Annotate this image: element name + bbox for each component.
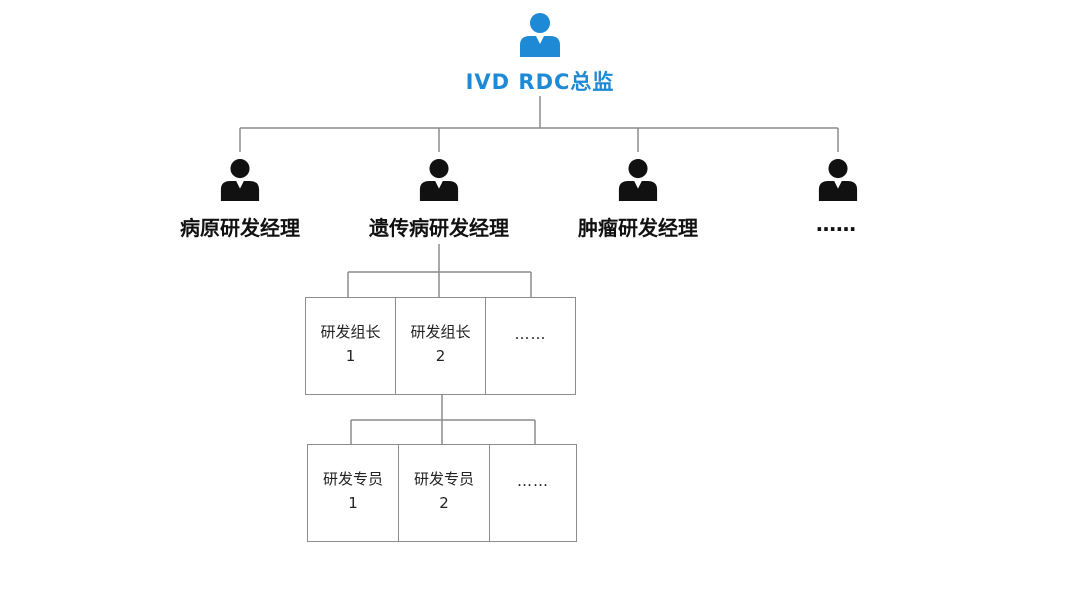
box-number: 1 [345, 347, 356, 365]
box-number: 2 [439, 494, 449, 512]
box-ellipsis: …… [517, 472, 549, 490]
box-number: 2 [435, 347, 446, 365]
specialist-box: 研发专员 1 [307, 444, 399, 542]
manager-person-icon [219, 158, 261, 202]
manager-label: 肿瘤研发经理 [578, 216, 698, 240]
box-title: 研发组长 [410, 323, 471, 341]
team-lead-box: 研发组长 2 [395, 297, 486, 395]
director-person-icon [518, 12, 562, 58]
director-title: IVD RDC总监 [465, 70, 615, 94]
box-title: 研发组长 [320, 323, 381, 341]
box-title: 研发专员 [413, 470, 474, 488]
manager-person-icon [418, 158, 460, 202]
specialist-box: 研发专员 2 [398, 444, 490, 542]
box-title: 研发专员 [322, 470, 383, 488]
team-lead-box: …… [485, 297, 576, 395]
specialist-box: …… [489, 444, 577, 542]
manager-label: 遗传病研发经理 [369, 216, 509, 240]
team-lead-box: 研发组长 1 [305, 297, 396, 395]
box-number: 1 [348, 494, 358, 512]
manager-person-icon [617, 158, 659, 202]
manager-label: 病原研发经理 [180, 216, 300, 240]
manager-person-icon [817, 158, 859, 202]
manager-label: …… [816, 212, 856, 236]
box-ellipsis: …… [514, 325, 547, 343]
